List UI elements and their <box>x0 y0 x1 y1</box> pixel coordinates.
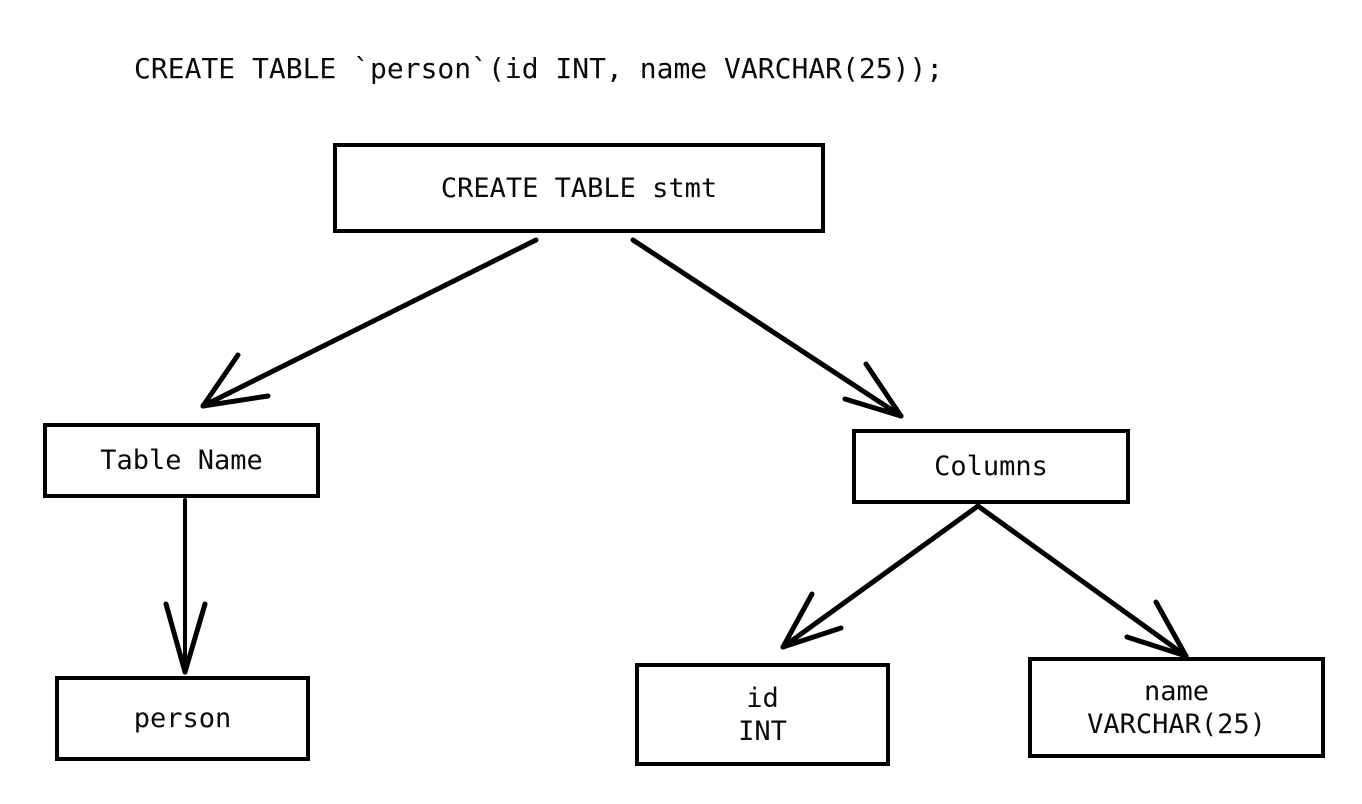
edge-columns-to-id <box>780 503 981 650</box>
node-create-table-stmt[interactable]: CREATE TABLE stmt <box>333 143 825 233</box>
node-label-type: VARCHAR(25) <box>1087 708 1266 740</box>
node-person[interactable]: person <box>55 676 310 761</box>
node-columns[interactable]: Columns <box>852 429 1130 504</box>
node-label: person <box>133 703 232 734</box>
edge-table-name-to-person <box>163 498 208 675</box>
node-label: id <box>746 682 779 714</box>
sql-statement-caption: CREATE TABLE `person`(id INT, name VARCH… <box>134 52 944 85</box>
node-column-id[interactable]: id INT <box>635 663 890 766</box>
node-label: Columns <box>934 451 1048 482</box>
node-column-name[interactable]: name VARCHAR(25) <box>1028 657 1325 758</box>
node-label: Table Name <box>100 445 263 476</box>
node-label-type: INT <box>738 715 787 747</box>
node-table-name[interactable]: Table Name <box>43 423 320 498</box>
edge-root-to-columns <box>630 237 904 419</box>
node-label: CREATE TABLE stmt <box>440 172 718 204</box>
edge-root-to-table-name <box>200 237 539 409</box>
edge-columns-to-name <box>975 503 1189 659</box>
node-label: name <box>1143 675 1210 707</box>
